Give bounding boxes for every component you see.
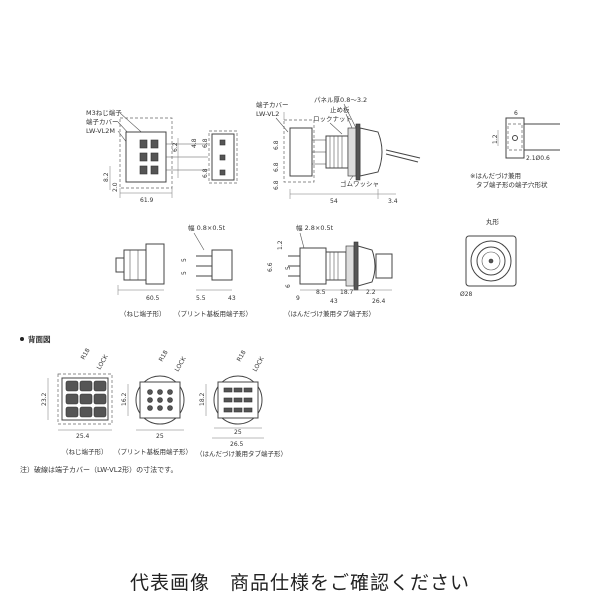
dim-3-4: 3.4 [388,198,398,205]
callout-stop-plate: 止め板 [330,105,350,114]
footnote-dashed-lines: 注）破線は端子カバー（LW-VL2形）の寸法です。 [20,465,177,474]
callout-rubber-washer: ゴムワッシャ [340,179,379,188]
dim-5-pcb-b: 5 [181,271,188,275]
drawing-6-tab-terminal: 幅 2.8×0.5t 1.2 6.6 5 6 9 8.5 18.7 2.2 43… [267,223,393,318]
dim-2-2-tab: 2.2 [366,289,376,296]
dim-6-2: 6.2 [172,142,179,152]
drawing-1-side-view: M3ねじ端子 端子カバー LW-VL2M 6.2 4.8 6.8 6.8 8.2… [86,108,238,204]
note-tab-terminal-2: タブ端子形の端子穴形状 [476,180,548,189]
dim-4-8: 4.8 [191,138,198,148]
note-tab-terminal-1: ※はんだづけ兼用 [470,171,521,180]
dim-9-tab: 9 [296,295,300,302]
callout-terminal-cover: 端子カバー [86,117,119,126]
rear1-r18: R18 [80,347,92,361]
rear-view-title: 背面図 [28,334,51,344]
rear1-dim-25-4: 25.4 [76,433,90,440]
drawing-4-screw-terminal: 60.5 （ねじ端子形） [115,243,166,318]
rear1-lock: LOCK [96,353,111,371]
rear3-r18: R18 [236,349,248,363]
dim-43-pcb: 43 [228,295,236,302]
dim-1-2-hole: 1.2 [492,134,499,144]
rear3-dim-18-2: 18.2 [199,392,206,406]
dim-tab-thickness: 幅 2.8×0.5t [296,223,334,232]
dim-6-8-a: 6.8 [202,138,209,148]
callout-terminal-cover-2: 端子カバー [256,100,289,109]
dim-5-pcb-a: 5 [181,258,188,262]
rear1-dim-23-2: 23.2 [41,392,48,406]
callout-model-lw-vl2m: LW-VL2M [86,127,115,135]
dim-5-5: 5.5 [196,295,206,302]
dim-6-8-c: 6.8 [273,140,280,150]
rear1-caption: （ねじ端子形） [62,447,108,456]
callout-model-lw-vl2: LW-VL2 [256,110,279,118]
section-bullet-icon [20,337,24,341]
callout-m3-screw-terminal: M3ねじ端子 [86,108,122,117]
dim-8-5-tab: 8.5 [316,289,326,296]
dim-61-9: 61.9 [140,197,154,204]
rear2-dim-16-2: 16.2 [121,392,128,406]
label-round-type: 丸形 [486,217,500,226]
caption-screw-terminal: （ねじ端子形） [120,309,166,318]
dim-2-1-hole: 2.1Ø0.6 [526,155,550,162]
rear3-dim-25: 25 [234,429,242,436]
callout-lock-nut: ロックナット [313,115,352,123]
dim-43-tab: 43 [330,298,338,305]
dim-8-2: 8.2 [103,172,110,182]
dim-diameter-28: Ø28 [460,291,473,298]
dim-6-hole: 6 [514,110,518,117]
caption-pcb-terminal: （プリント基板用端子形） [174,309,252,318]
rear2-r18: R18 [158,349,170,363]
rear-view-screw-terminal: R18 LOCK 23.2 25.4 （ねじ端子形） [41,347,113,456]
rear2-dim-25: 25 [156,433,164,440]
dim-6-8-b: 6.8 [202,168,209,178]
drawing-7-round-front: 丸形 Ø28 [460,217,517,298]
dim-6-6-tab: 6.6 [267,262,274,272]
dim-18-7-tab: 18.7 [340,289,354,296]
drawing-5-pcb-terminal: 幅 0.8×0.5t 5 5 5.5 43 （プリント基板用端子形） [174,223,252,318]
footer-caption: 代表画像 商品仕様をご確認ください [129,572,470,594]
dim-1-2-tab: 1.2 [277,240,284,250]
rear-view-pcb-terminal: R18 LOCK 16.2 25 （プリント基板用端子形） [114,349,192,456]
drawing-2-panel-side-view: 端子カバー LW-VL2 パネル厚0.8〜3.2 止め板 ロックナット ゴムワッ… [256,96,421,205]
dim-6-8-d: 6.8 [273,162,280,172]
caption-tab-terminal: （はんだづけ兼用タブ端子形） [284,309,375,318]
rear2-caption: （プリント基板用端子形） [114,447,192,456]
dim-60-5: 60.5 [146,295,160,302]
dim-pin-thickness: 幅 0.8×0.5t [188,223,226,232]
rear3-caption: （はんだづけ兼用タブ端子形） [196,449,287,458]
dim-54: 54 [330,198,338,205]
dim-6-tab: 6 [285,284,292,288]
rear2-lock: LOCK [174,355,189,373]
dim-2-0: 2.0 [112,182,119,192]
dim-6-8-e: 6.8 [273,180,280,190]
rear3-dim-26-5: 26.5 [230,441,244,448]
rear-view-tab-terminal: R18 LOCK 18.2 25 26.5 （はんだづけ兼用タブ端子形） [196,349,287,458]
dim-5-tab: 5 [285,266,292,270]
dim-26-4-tab: 26.4 [372,298,386,305]
drawing-3-terminal-hole-detail: 1.2 2.1Ø0.6 6 ※はんだづけ兼用 タブ端子形の端子穴形状 [470,110,560,189]
rear3-lock: LOCK [252,355,267,373]
callout-panel-thickness: パネル厚0.8〜3.2 [314,96,367,104]
